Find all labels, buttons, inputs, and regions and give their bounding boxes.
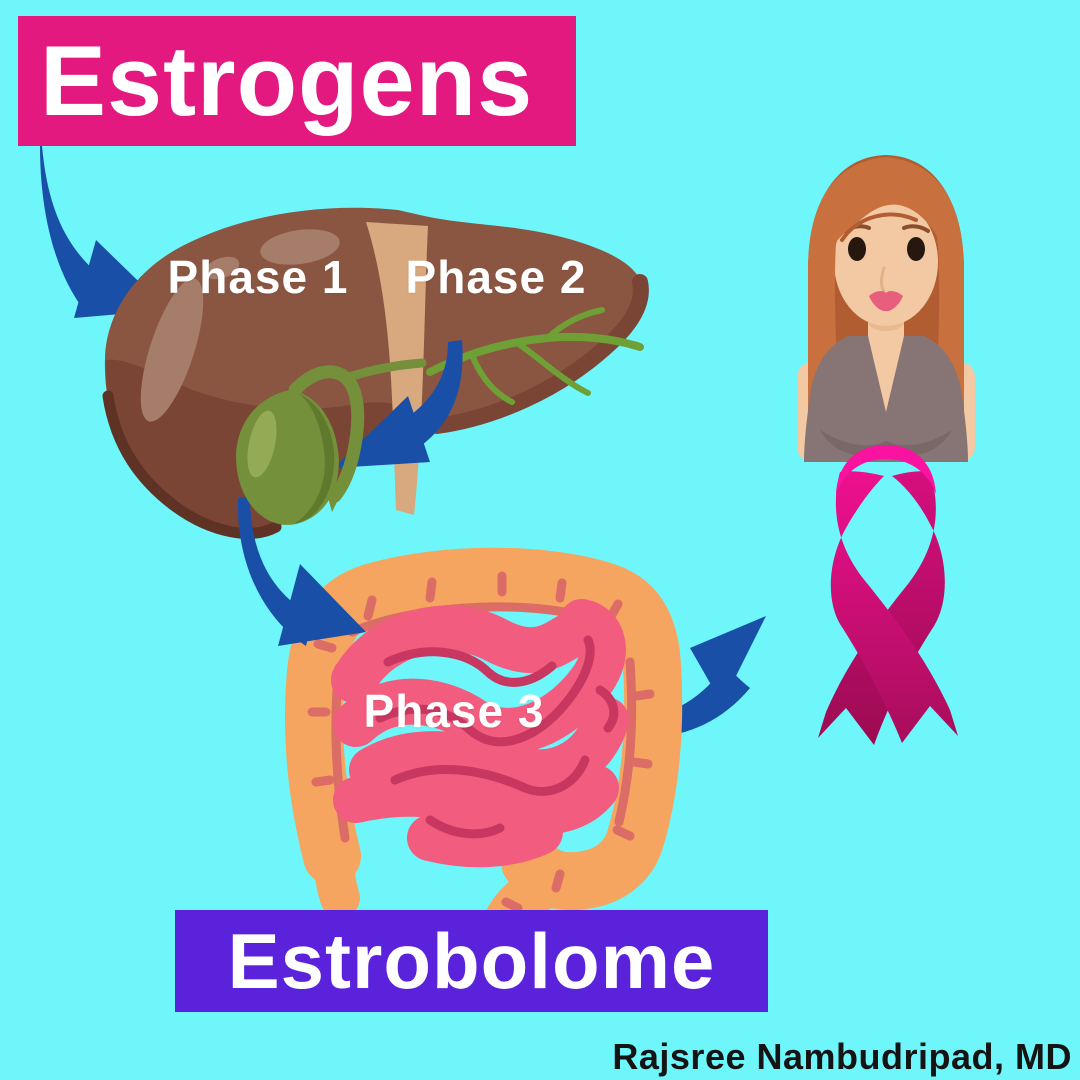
blouse <box>804 336 968 462</box>
pink-ribbon-icon <box>818 445 958 745</box>
estrogens-banner-label: Estrogens <box>40 25 534 136</box>
eyebrow-right <box>902 224 930 233</box>
flow-arrow-bile-to-gut <box>237 496 366 646</box>
eye-left <box>848 237 866 261</box>
estrogens-banner: Estrogens <box>18 16 576 146</box>
phase-2-label: Phase 2 <box>405 251 587 303</box>
phase-3-label: Phase 3 <box>363 685 545 737</box>
intestine-illustration <box>284 547 683 945</box>
nose <box>879 266 886 293</box>
gallbladder-illustration <box>236 358 427 525</box>
estrobolome-banner: Estrobolome <box>175 910 768 1012</box>
facial-features <box>843 224 930 312</box>
phase-1-label: Phase 1 <box>167 251 349 303</box>
eye-right <box>907 237 925 261</box>
woman-illustration <box>797 155 975 462</box>
face <box>834 198 938 326</box>
attribution-text: Rajsree Nambudripad, MD <box>612 1036 1072 1077</box>
lips <box>869 291 903 312</box>
estrobolome-banner-label: Estrobolome <box>227 916 716 1005</box>
